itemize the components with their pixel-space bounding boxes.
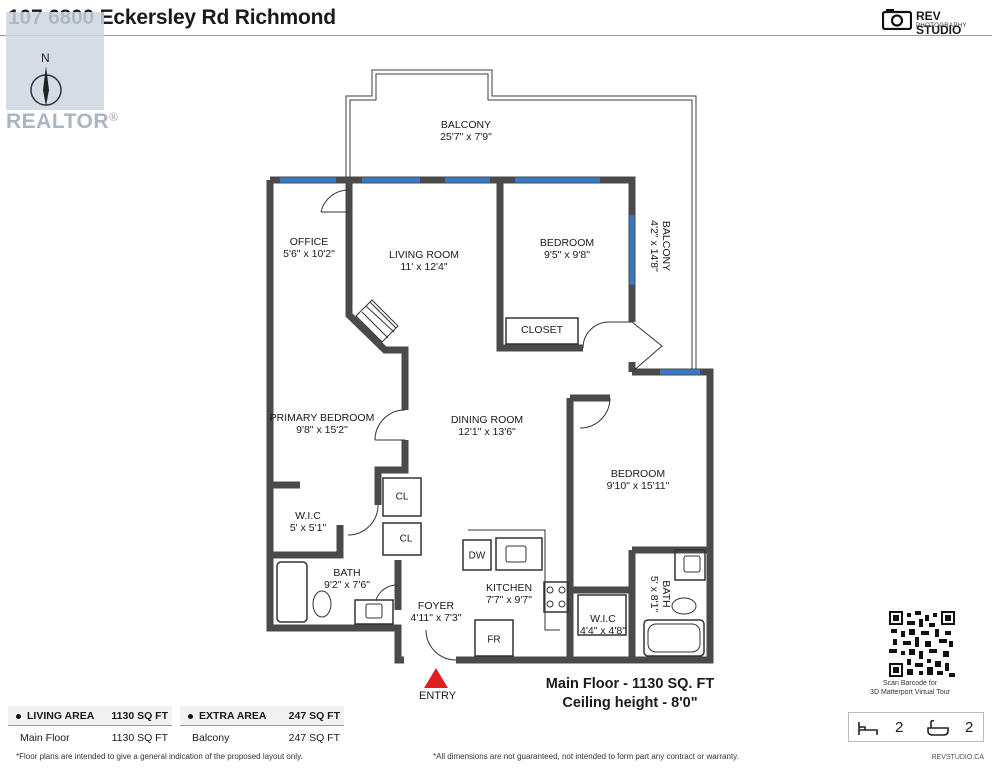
realtor-watermark-text: REALTOR® <box>6 110 119 133</box>
closet-cl-1: CL <box>395 491 409 503</box>
qr-caption: Scan Barcode for 3D Matterport Virtual T… <box>870 680 950 696</box>
ceiling-height-line: Ceiling height - 8'0" <box>562 695 698 711</box>
realtor-watermark-logo <box>6 12 104 110</box>
brand-subtitle: PHOTOGRAPHY <box>916 23 967 29</box>
bathroom-count: 2 <box>965 719 974 736</box>
svg-text:N: N <box>41 51 50 65</box>
floor-area-line: Main Floor - 1130 SQ. FT <box>545 676 715 692</box>
dishwasher-label: DW <box>468 550 486 562</box>
bed-bath-counts: 2 2 <box>848 712 984 742</box>
website-link[interactable]: REVSTUDIO.CA <box>931 754 984 761</box>
bedroom-count: 2 <box>895 719 904 736</box>
dimensions-disclaimer: *All dimensions are not guaranteed, not … <box>433 752 739 761</box>
header-divider <box>0 35 992 36</box>
floor-summary: Main Floor - 1130 SQ. FT Ceiling height … <box>520 675 740 713</box>
brand-name: REV STUDIO <box>916 9 962 37</box>
floor-plan-disclaimer: *Floor plans are intended to give a gene… <box>16 752 303 761</box>
bed-icon <box>858 722 878 735</box>
room-closet: CLOSET <box>520 324 564 336</box>
entry-label: ENTRY <box>419 690 457 702</box>
camera-icon <box>882 9 912 30</box>
qr-code[interactable] <box>889 611 955 677</box>
fridge-label: FR <box>487 634 501 646</box>
bathtub-icon <box>927 719 949 736</box>
closet-cl-2: CL <box>399 533 413 545</box>
brand-logo: REV STUDIO PHOTOGRAPHY <box>882 6 982 37</box>
north-compass-icon: N <box>30 51 62 106</box>
